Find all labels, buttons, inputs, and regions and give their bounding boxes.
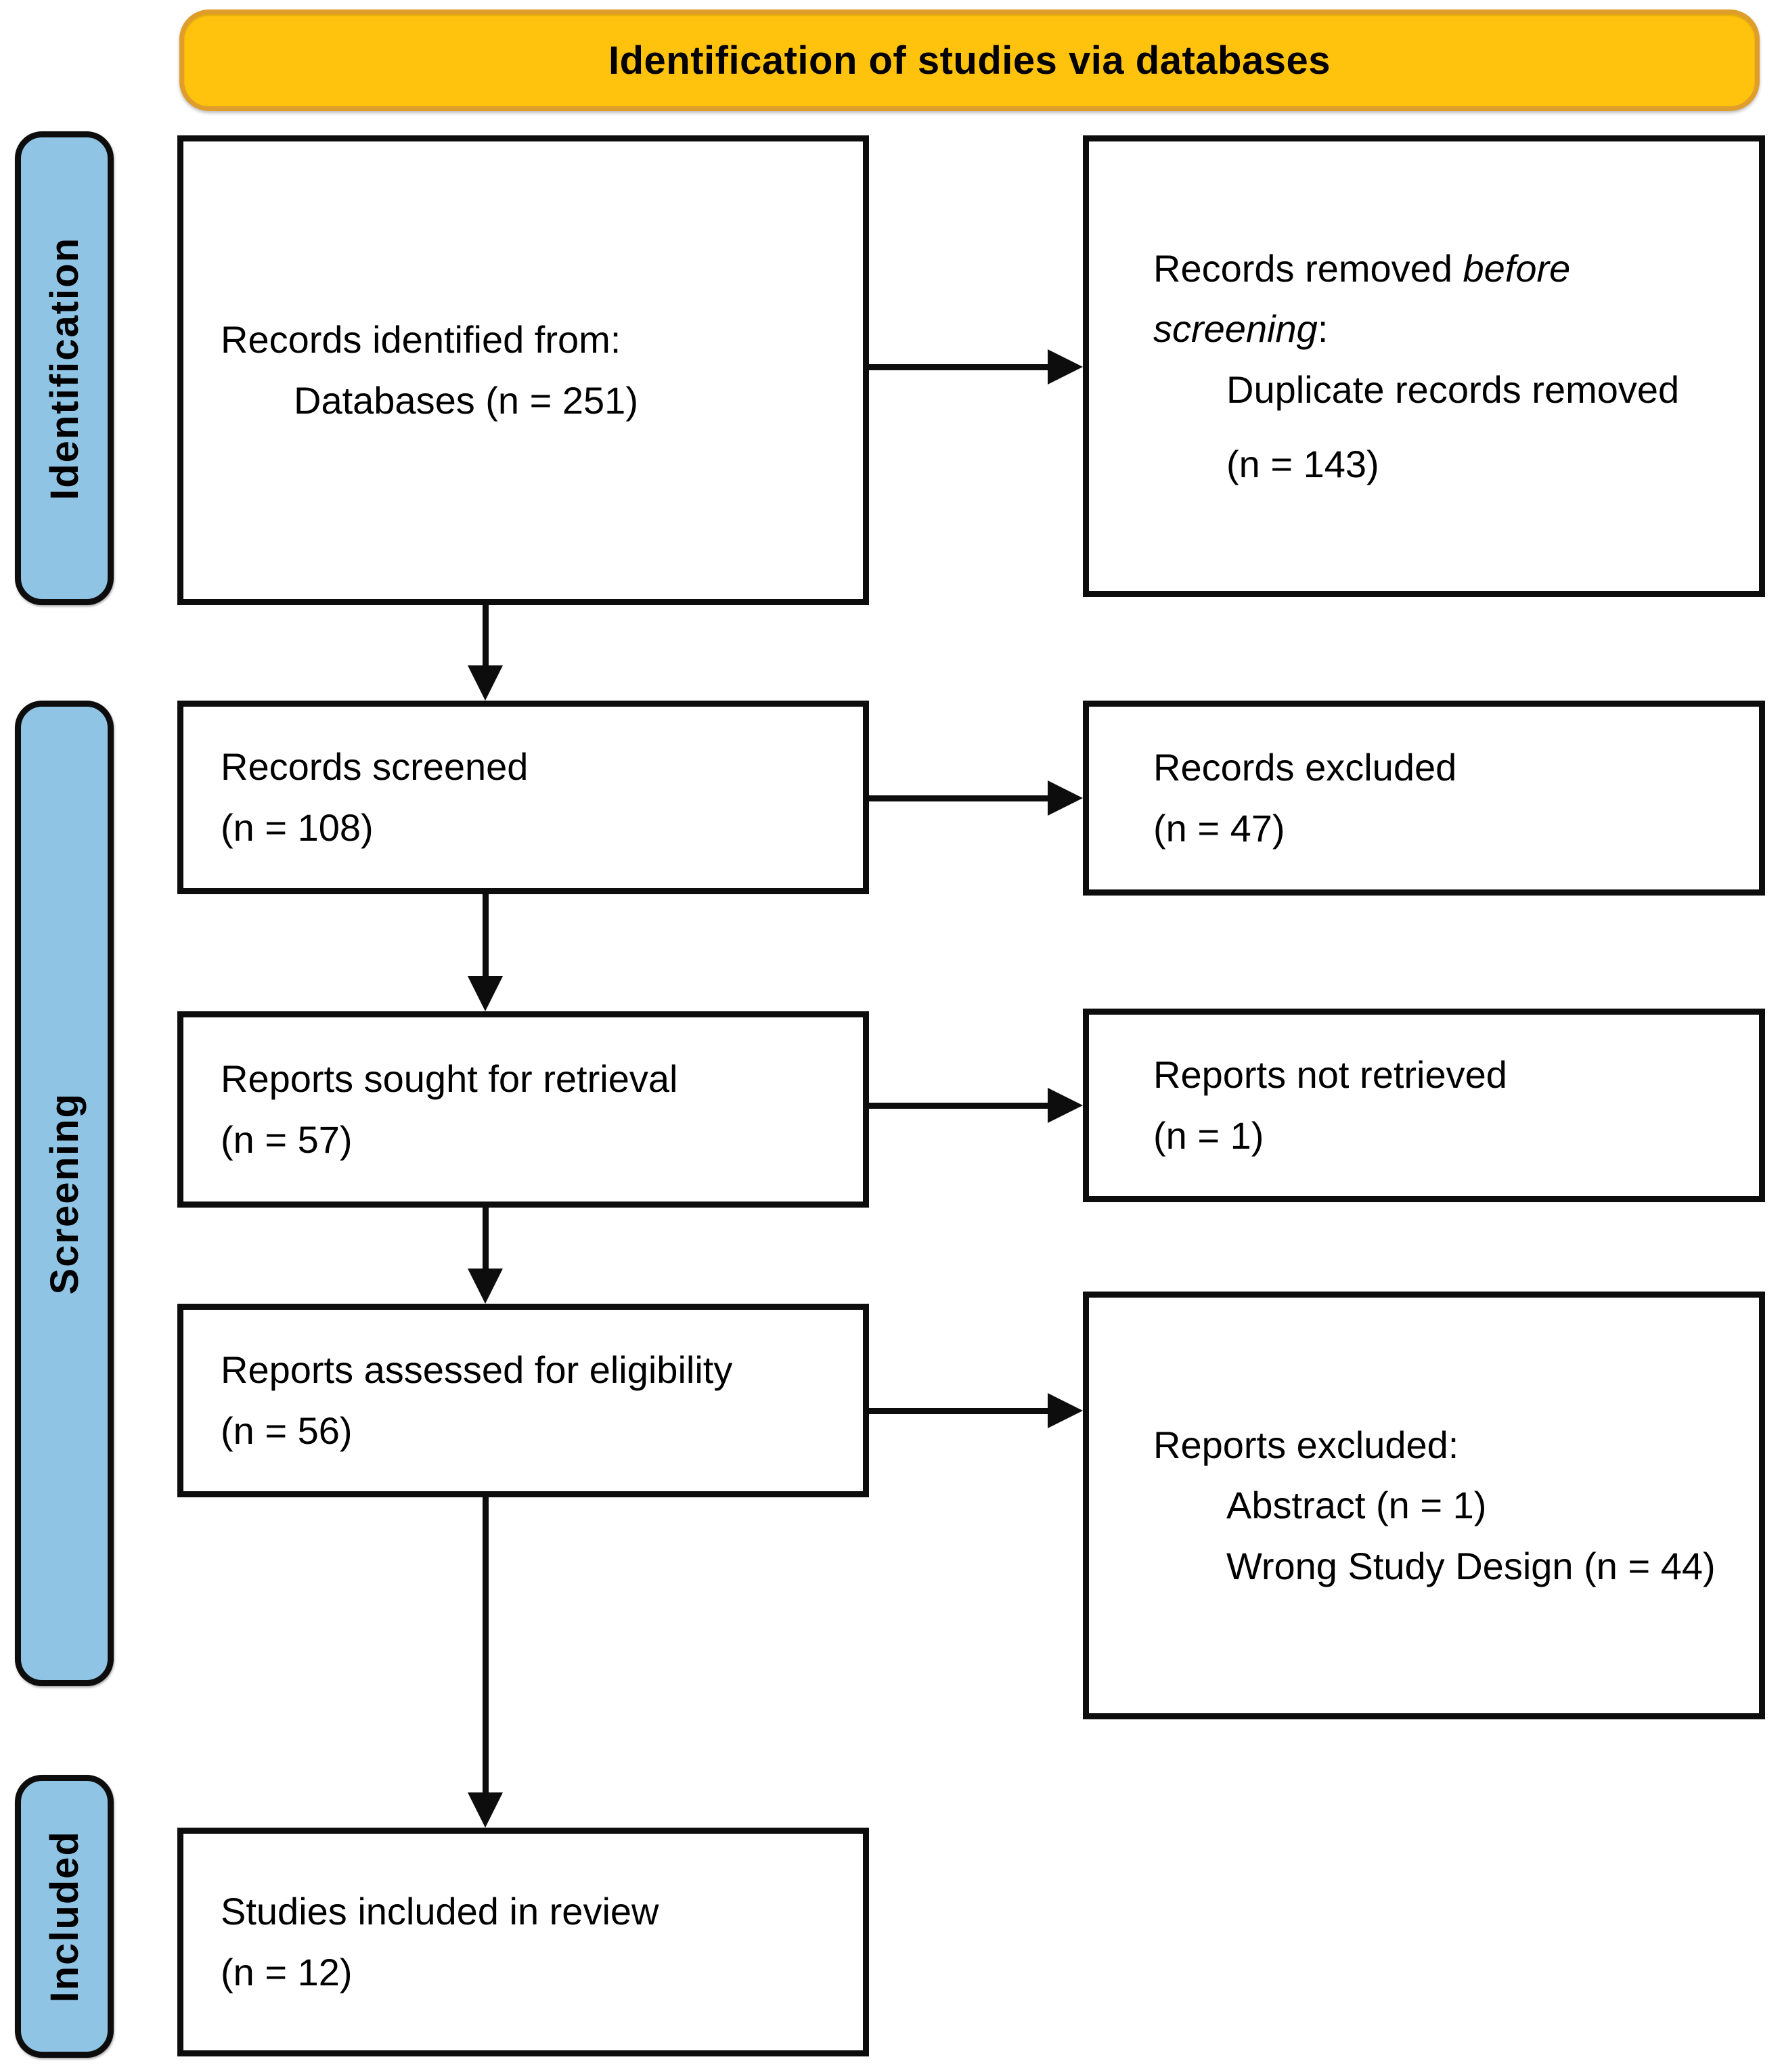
arrow-sought-to-assessed [468,1208,503,1304]
box-reports-excluded: Reports excluded: Abstract (n = 1) Wrong… [1083,1292,1765,1719]
box-text-line: (n = 56) [221,1409,353,1452]
box-text-line: Reports assessed for eligibility [221,1348,733,1392]
box-records-excluded: Records excluded (n = 47) [1083,701,1765,896]
box-reports-assessed: Reports assessed for eligibility (n = 56… [177,1304,869,1497]
arrow-shaft [482,894,489,979]
arrow-identified-to-removed [869,349,1083,384]
arrow-head-down-icon [468,976,503,1011]
arrow-shaft [482,1497,489,1795]
box-text-line: screening: [1153,307,1329,351]
box-text-line: (n = 143) [1226,442,1379,485]
arrow-screened-to-excluded [869,780,1083,816]
arrow-head-down-icon [468,665,503,701]
arrow-head-down-icon [468,1792,503,1828]
arrow-shaft [869,795,1050,801]
arrow-shaft [869,363,1050,370]
arrow-head-right-icon [1048,1088,1083,1123]
stage-label-screening: Screening [15,701,114,1686]
box-text-line: Reports sought for retrieval [221,1057,678,1101]
box-text-line: Records excluded [1153,746,1457,789]
arrow-assessed-to-included [468,1497,503,1828]
arrow-shaft [869,1407,1050,1414]
box-text-line: (n = 108) [221,806,374,849]
arrow-head-right-icon [1048,780,1083,816]
box-records-identified: Records identified from: Databases (n = … [177,135,869,605]
arrow-shaft [869,1102,1050,1109]
box-studies-included: Studies included in review (n = 12) [177,1828,869,2056]
box-reports-not-retrieved: Reports not retrieved (n = 1) [1083,1009,1765,1202]
italic-text: before [1463,246,1571,290]
arrow-shaft [482,604,489,668]
stage-label-included: Included [15,1775,114,2058]
box-text-line: (n = 12) [221,1951,353,1993]
box-text-line: Reports not retrieved [1153,1053,1507,1097]
box-text-line: (n = 57) [221,1118,353,1161]
arrow-assessed-to-reports-excluded [869,1393,1083,1428]
header-title: Identification of studies via databases [608,38,1331,83]
box-records-screened: Records screened (n = 108) [177,701,869,894]
box-text-line: Records removed before [1153,246,1571,290]
box-reports-sought: Reports sought for retrieval (n = 57) [177,1011,869,1208]
box-text-line: (n = 47) [1153,807,1285,850]
box-text-line: Records screened [221,745,529,789]
header-banner: Identification of studies via databases [179,9,1760,111]
box-text-line: Databases (n = 251) [294,379,638,422]
box-text-line: Reports excluded: [1153,1423,1459,1466]
stage-label-text: Screening [42,1092,87,1295]
arrow-shaft [482,1208,489,1271]
box-text-line: Abstract (n = 1) [1226,1484,1487,1527]
box-records-removed-before-screening: Records removed before screening: Duplic… [1083,135,1765,597]
arrow-sought-to-not-retrieved [869,1088,1083,1123]
stage-label-text: Identification [42,236,87,500]
italic-text: screening [1153,307,1318,351]
box-text-line: Duplicate records removed [1226,368,1680,411]
stage-label-text: Included [42,1830,87,2003]
box-text-line: Studies included in review [221,1890,659,1933]
box-text-line: Records identified from: [221,318,621,361]
arrow-screened-to-sought [468,894,503,1011]
box-text-line: Wrong Study Design (n = 44) [1226,1544,1716,1587]
arrow-head-right-icon [1048,1393,1083,1428]
arrow-identified-to-screened [468,604,503,701]
arrow-head-right-icon [1048,349,1083,384]
arrow-head-down-icon [468,1269,503,1304]
stage-label-identification: Identification [15,131,114,605]
box-text-line: (n = 1) [1153,1114,1264,1157]
